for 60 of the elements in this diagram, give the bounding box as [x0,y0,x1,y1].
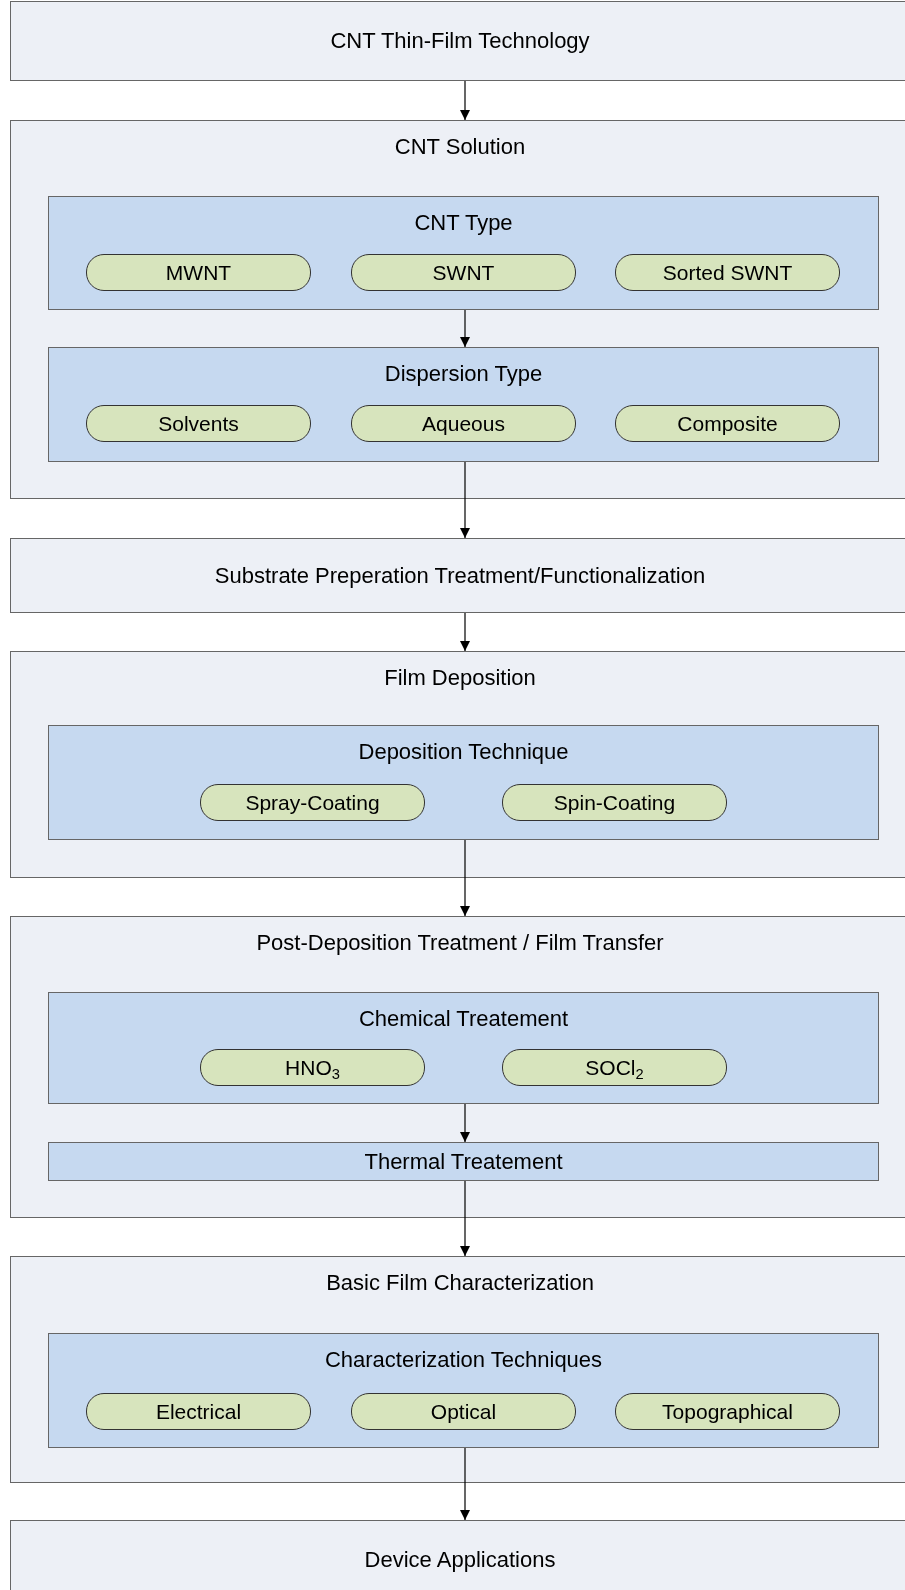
box-label: CNT Thin-Film Technology [330,27,590,55]
rounded-box [86,1393,311,1430]
box-label: Electrical [155,1398,242,1425]
box-heading: Characterization Techniques [324,1346,603,1374]
box-heading: Dispersion Type [384,360,543,388]
box-label: Aqueous [422,410,505,437]
box-label: Sorted SWNT [662,259,793,286]
arrow [460,1180,470,1257]
rounded-box [351,254,576,291]
box-heading: Film Deposition [384,664,536,692]
box-heading: CNT Solution [394,133,526,161]
box-label: Device Applications [364,1546,556,1574]
group-box [48,725,879,840]
arrow [460,612,470,652]
arrow [460,461,470,539]
arrow [460,839,470,917]
box-label: HNO$_{3}$ [285,1054,340,1082]
box-label: Spray-Coating [245,789,380,816]
rounded-box [502,1049,727,1086]
group-box [48,1142,879,1181]
box-heading: Post-Deposition Treatment / Film Transfer [256,929,664,957]
rounded-box [615,405,840,442]
process-box [10,1256,905,1483]
rounded-box [86,405,311,442]
process-box [10,916,905,1218]
box-label: Thermal Treatement [364,1147,563,1176]
box-label: Optical [430,1398,497,1425]
arrow [460,80,470,121]
box-heading: Chemical Treatement [358,1005,569,1033]
arrow [460,1447,470,1521]
box-label: Substrate Preperation Treatment/Functionalization [214,561,706,590]
box-label: MWNT [165,259,232,286]
rounded-box [86,254,311,291]
group-box [48,196,879,310]
group-box [48,1333,879,1448]
rounded-box [615,1393,840,1430]
rounded-box [200,784,425,821]
rounded-box [200,1049,425,1086]
process-box [10,1,905,81]
box-heading: Deposition Technique [358,738,569,766]
group-box [48,347,879,462]
rounded-box [615,254,840,291]
arrow [460,1103,470,1143]
rounded-box [351,405,576,442]
rounded-box [502,784,727,821]
box-label: SWNT [432,259,495,286]
box-label: Spin-Coating [553,789,676,816]
group-box [48,992,879,1104]
process-box [10,120,905,499]
rounded-box [351,1393,576,1430]
box-label: Topographical [662,1398,793,1425]
process-box [10,538,905,613]
box-heading: CNT Type [414,209,513,237]
box-label: Composite [677,410,778,437]
arrow [460,309,470,348]
process-box [10,1520,905,1590]
box-label: SOCl$_{2}$ [585,1054,644,1082]
box-heading: Basic Film Characterization [326,1269,594,1297]
process-box [10,651,905,878]
box-label: Solvents [158,410,239,437]
